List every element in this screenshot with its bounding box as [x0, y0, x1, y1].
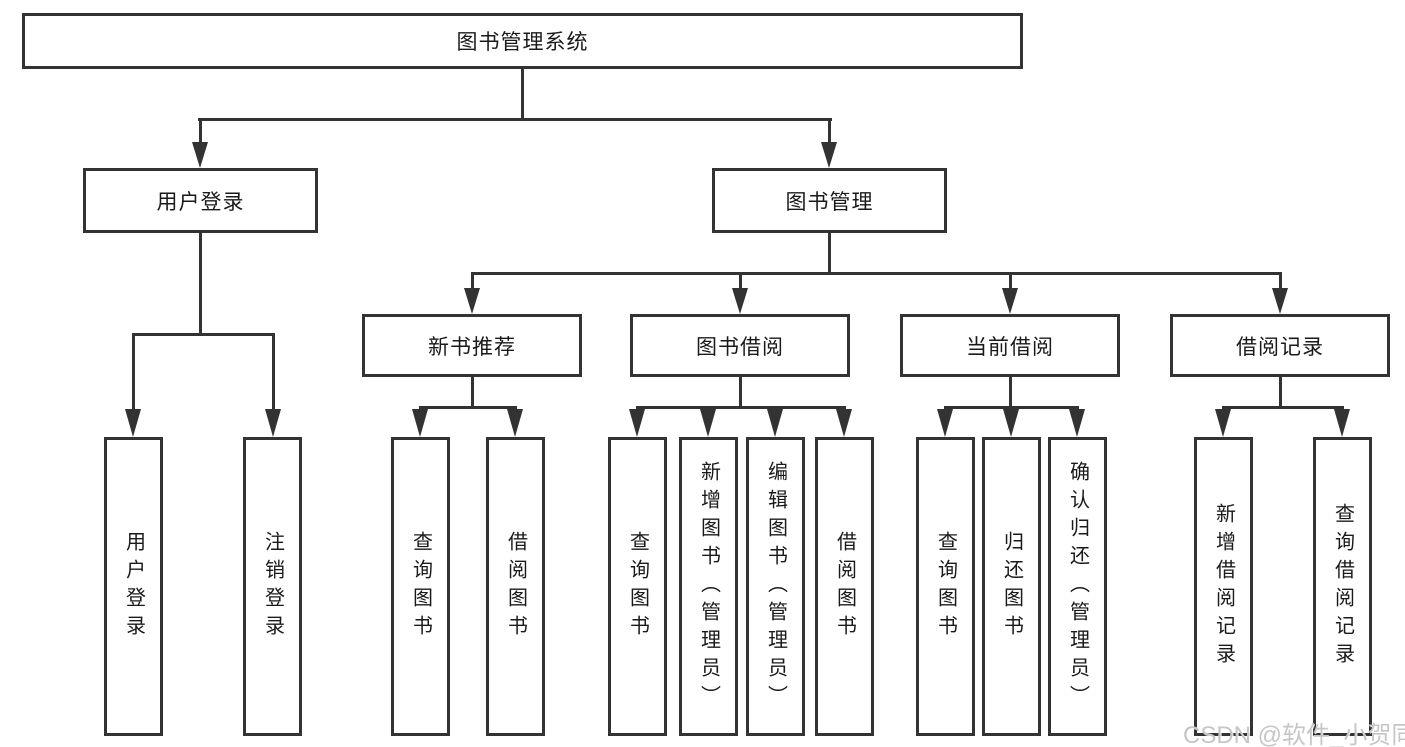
arrow-down-icon: [937, 409, 953, 437]
arrow-down-icon: [767, 409, 783, 437]
node-user-login: 用户登录: [83, 168, 318, 233]
leaf-return-books: 归还图书: [982, 437, 1041, 736]
node-borrow-records-label: 借阅记录: [1236, 335, 1324, 359]
connector-root-rail: [198, 118, 832, 121]
connector-user-login-stem: [199, 233, 202, 336]
leaf-query-books-current: 查询图书: [916, 437, 975, 736]
leaf-add-borrow-record: 新增借阅记录: [1194, 437, 1253, 736]
arrow-down-icon: [1272, 288, 1288, 314]
leaf-query-books-recommend: 查询图书: [391, 437, 450, 736]
leaf-query-books-current-label: 查询图书: [934, 530, 957, 643]
node-book-borrow: 图书借阅: [630, 314, 850, 377]
leaf-edit-books-admin-label: 编辑图书（管理员）: [764, 460, 787, 713]
connector-book-mgmt-drop-4: [1279, 275, 1282, 289]
leaf-user-login-label: 用户登录: [122, 530, 145, 643]
node-user-login-label: 用户登录: [156, 190, 245, 214]
connector-current-stem: [1009, 377, 1012, 409]
arrow-down-icon: [1334, 409, 1350, 437]
connector-user-login-rail: [132, 333, 275, 336]
arrow-down-icon: [629, 409, 645, 437]
arrow-down-icon: [821, 142, 837, 168]
leaf-borrow-books-recommend-label: 借阅图书: [504, 530, 527, 643]
arrow-down-icon: [1003, 409, 1019, 437]
arrow-down-icon: [507, 409, 523, 437]
connector-borrow-stem: [739, 377, 742, 409]
arrow-down-icon: [700, 409, 716, 437]
arrow-down-icon: [412, 409, 428, 437]
node-book-management: 图书管理: [712, 168, 947, 233]
node-current-borrow-label: 当前借阅: [966, 335, 1054, 359]
connector-book-mgmt-drop-3: [1009, 275, 1012, 289]
connector-user-login-drop-2: [272, 336, 275, 412]
connector-records-rail: [1222, 406, 1344, 409]
connector-current-rail: [944, 406, 1079, 409]
csdn-watermark: CSDN @软件_小贺同学: [1183, 722, 1405, 747]
leaf-query-books-borrow-label: 查询图书: [626, 530, 649, 643]
node-new-book-recommend-label: 新书推荐: [428, 335, 516, 359]
arrow-down-icon: [1002, 288, 1018, 314]
arrow-down-icon: [732, 288, 748, 314]
leaf-logout: 注销登录: [243, 437, 302, 736]
leaf-add-borrow-record-label: 新增借阅记录: [1212, 502, 1235, 671]
connector-book-mgmt-rail: [471, 272, 1282, 275]
leaf-query-books-recommend-label: 查询图书: [409, 530, 432, 643]
leaf-confirm-return-admin-label: 确认归还（管理员）: [1066, 460, 1089, 713]
node-library-system-label: 图书管理系统: [456, 31, 589, 54]
leaf-add-books-admin: 新增图书（管理员）: [679, 437, 738, 736]
connector-root-drop-right: [828, 121, 831, 146]
arrow-down-icon: [1215, 409, 1231, 437]
node-library-system: 图书管理系统: [22, 13, 1023, 69]
leaf-query-borrow-record: 查询借阅记录: [1313, 437, 1372, 736]
leaf-logout-label: 注销登录: [261, 530, 284, 643]
connector-recommend-stem: [471, 377, 474, 409]
connector-user-login-drop-1: [132, 336, 135, 412]
arrow-down-icon: [836, 409, 852, 437]
leaf-borrow-books-recommend: 借阅图书: [486, 437, 545, 736]
leaf-borrow-books-label: 借阅图书: [833, 530, 856, 643]
leaf-edit-books-admin: 编辑图书（管理员）: [746, 437, 805, 736]
connector-recommend-rail: [419, 406, 517, 409]
leaf-query-books-borrow: 查询图书: [608, 437, 667, 736]
arrow-down-icon: [1069, 409, 1085, 437]
leaf-confirm-return-admin: 确认归还（管理员）: [1048, 437, 1107, 736]
arrow-down-icon: [265, 409, 281, 437]
arrow-down-icon: [464, 288, 480, 314]
arrow-down-icon: [125, 409, 141, 437]
connector-root-drop-left: [199, 121, 202, 146]
connector-book-mgmt-drop-2: [739, 275, 742, 289]
node-new-book-recommend: 新书推荐: [362, 314, 582, 377]
connector-records-stem: [1279, 377, 1282, 409]
leaf-user-login: 用户登录: [104, 437, 163, 736]
connector-book-mgmt-drop-1: [471, 275, 474, 289]
node-borrow-records: 借阅记录: [1170, 314, 1390, 377]
leaf-add-books-admin-label: 新增图书（管理员）: [697, 460, 720, 713]
arrow-down-icon: [192, 142, 208, 168]
connector-book-mgmt-stem: [828, 233, 831, 275]
node-book-management-label: 图书管理: [785, 190, 874, 214]
leaf-query-borrow-record-label: 查询借阅记录: [1331, 502, 1354, 671]
node-book-borrow-label: 图书借阅: [696, 335, 784, 359]
connector-root-stem: [521, 69, 524, 121]
connector-borrow-rail: [636, 406, 846, 409]
node-current-borrow: 当前借阅: [900, 314, 1120, 377]
leaf-return-books-label: 归还图书: [1000, 530, 1023, 643]
leaf-borrow-books: 借阅图书: [815, 437, 874, 736]
